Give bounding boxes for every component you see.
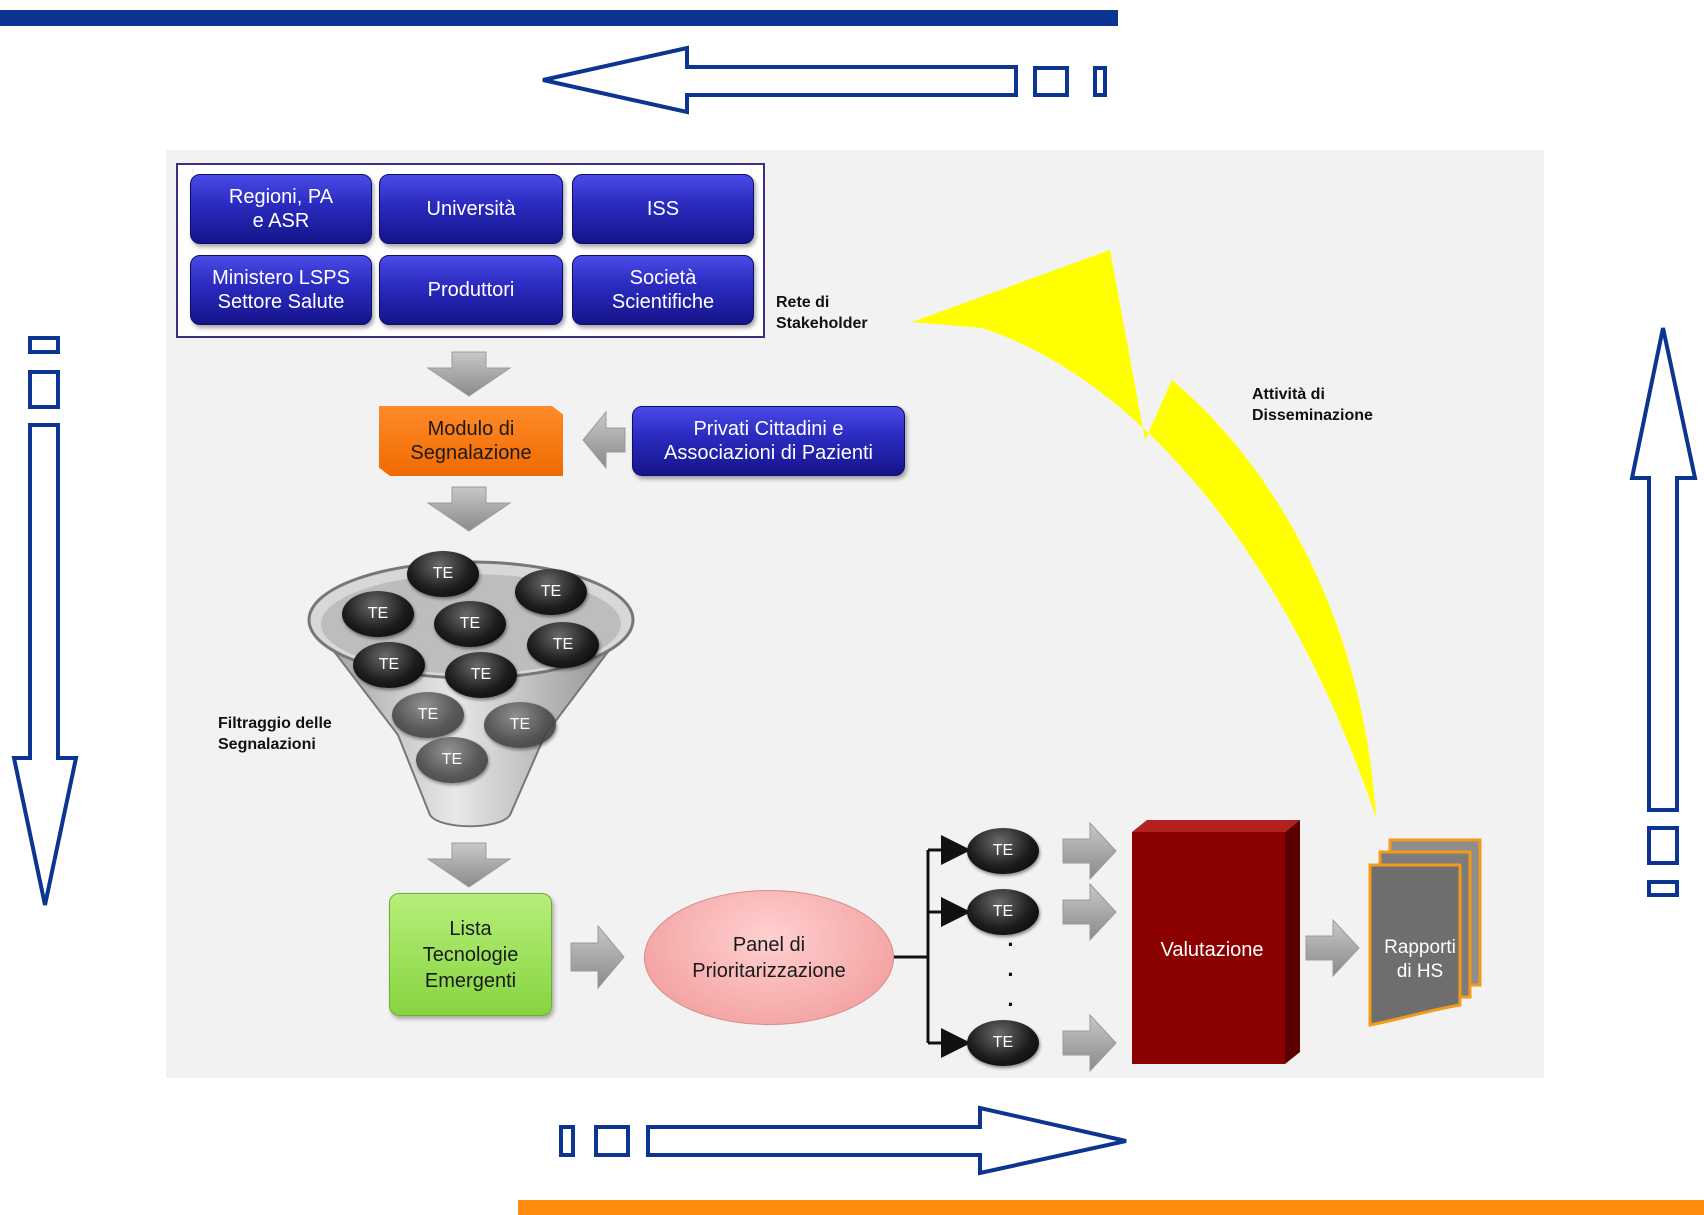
stakeholder-universita: Università: [379, 174, 563, 244]
flow-arrow-down-icon: [426, 842, 512, 888]
bottom-brand-bar: [518, 1200, 1704, 1215]
lista-tecnologie-box: Lista Tecnologie Emergenti: [389, 893, 552, 1016]
valutazione-label: Valutazione: [1160, 938, 1264, 961]
flow-arrow-down-icon: [426, 351, 512, 397]
te-item: TE: [445, 652, 517, 698]
te-item: TE: [967, 1020, 1039, 1066]
te-item: TE: [527, 622, 599, 668]
te-item: TE: [407, 551, 479, 597]
outline-arrow-left-icon: [542, 45, 1107, 115]
rapporti-hs-label: Rapporti di HS: [1384, 937, 1456, 982]
filtraggio-label: Filtraggio delle Segnalazioni: [218, 715, 332, 753]
te-item: TE: [342, 591, 414, 637]
stakeholder-produttori: Produttori: [379, 255, 563, 325]
disseminazione-label: Attività di Disseminazione: [1252, 386, 1373, 424]
report-documents-icon: [1368, 838, 1482, 1027]
te-item: TE: [967, 828, 1039, 874]
modulo-segnalazione-box: Modulo di Segnalazione: [379, 406, 563, 476]
te-item: TE: [353, 642, 425, 688]
flow-arrow-right-icon: [1062, 821, 1117, 881]
top-brand-bar: [0, 10, 1118, 26]
stakeholder-frame: Regioni, PA e ASR Università ISS Ministe…: [176, 163, 765, 338]
branch-connector: [893, 835, 971, 1058]
flow-arrow-right-icon: [570, 924, 625, 990]
privati-cittadini-box: Privati Cittadini e Associazioni di Pazi…: [632, 406, 905, 476]
stakeholder-ministero: Ministero LSPS Settore Salute: [190, 255, 372, 325]
te-item: TE: [967, 889, 1039, 935]
stakeholder-societa: Società Scientifiche: [572, 255, 754, 325]
stakeholder-regioni: Regioni, PA e ASR: [190, 174, 372, 244]
valutazione-box-icon: [1132, 820, 1300, 1064]
te-item: TE: [434, 601, 506, 647]
dissemination-arrow-icon: [912, 250, 1376, 818]
flow-arrow-right-icon: [1062, 1013, 1117, 1073]
te-item: TE: [416, 737, 488, 783]
te-item: TE: [392, 692, 464, 738]
flow-arrow-down-icon: [426, 486, 512, 532]
outline-arrow-up-icon: [1629, 327, 1698, 897]
flow-arrow-right-icon: [1062, 882, 1117, 942]
te-item: TE: [484, 702, 556, 748]
flow-arrow-left-icon: [582, 410, 626, 470]
te-ellipsis: · · ·: [1007, 932, 1015, 1017]
stakeholder-caption: Rete di Stakeholder: [776, 294, 868, 332]
te-item: TE: [515, 569, 587, 615]
stakeholder-iss: ISS: [572, 174, 754, 244]
panel-prioritarizzazione-ellipse: Panel di Prioritarizzazione: [644, 890, 894, 1025]
outline-arrow-right-icon: [559, 1105, 1127, 1176]
outline-arrow-down-icon: [11, 336, 79, 906]
flow-arrow-right-icon: [1305, 918, 1360, 978]
